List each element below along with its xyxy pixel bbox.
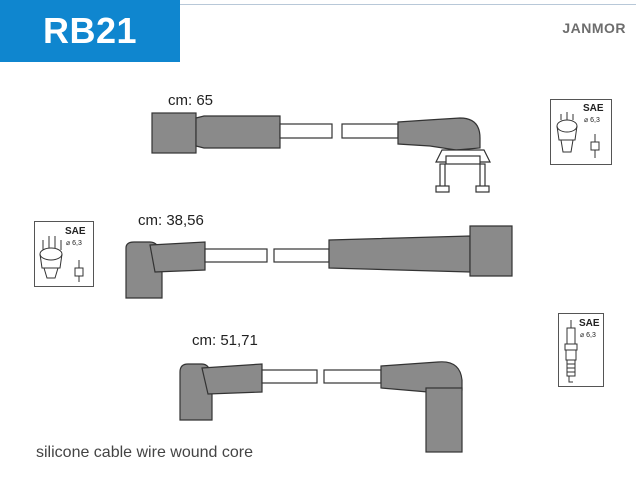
cable-2-taper-boot	[328, 235, 471, 273]
cable-1-length: cm: 65	[168, 92, 214, 109]
cable-1-clip-leg-right	[479, 163, 486, 189]
sae-diameter: ⌀ 6,3	[584, 117, 600, 124]
spark-plug-icon	[564, 320, 578, 383]
sae-diameter: ⌀ 6,3	[66, 240, 82, 247]
cable-1-angle-boot	[397, 117, 481, 151]
header-rule	[180, 4, 636, 5]
cable-2	[125, 225, 513, 299]
product-code: RB21	[42, 10, 138, 51]
distributor-cap-icon	[556, 112, 600, 158]
cable-3-boot-sleeve	[201, 363, 263, 395]
sae-badge-distributor-left: SAE ⌀ 6,3	[34, 221, 94, 287]
product-code-badge: RB21	[0, 0, 180, 62]
sae-label: SAE	[579, 318, 600, 329]
cable-3	[179, 361, 463, 453]
cable-1-clip-leg-left	[439, 163, 446, 189]
cable-3-straight-boot	[425, 387, 463, 453]
distributor-cap-icon	[39, 236, 84, 282]
cable-1-wire-left	[279, 123, 333, 139]
cable-3-wire-right	[323, 369, 382, 384]
sae-label: SAE	[583, 103, 604, 114]
cable-2-wire-right	[273, 248, 330, 263]
cable-1-straight-boot	[151, 112, 197, 154]
sae-diameter: ⌀ 6,3	[580, 332, 596, 339]
cable-2-boot-sleeve	[149, 241, 206, 273]
cable-2-wire-left	[204, 248, 268, 263]
cable-3-length: cm: 51,71	[192, 332, 258, 349]
cable-1-wire-right	[341, 123, 399, 139]
cable-1-clip-foot-right	[475, 185, 490, 193]
cable-2-straight-boot	[469, 225, 513, 277]
sae-badge-distributor-top: SAE ⌀ 6,3	[550, 99, 612, 165]
brand-name: JANMOR	[562, 20, 626, 36]
cable-1	[151, 112, 491, 193]
cable-1-clip-foot-left	[435, 185, 450, 193]
cable-1-clip-bar	[445, 155, 481, 165]
sae-label: SAE	[65, 226, 86, 237]
sae-badge-spark-plug: SAE ⌀ 6,3	[558, 313, 604, 387]
cable-1-boot-sleeve	[195, 115, 281, 149]
cable-3-wire-left	[261, 369, 318, 384]
footer-description: silicone cable wire wound core	[36, 444, 253, 461]
cable-2-length: cm: 38,56	[138, 212, 204, 229]
